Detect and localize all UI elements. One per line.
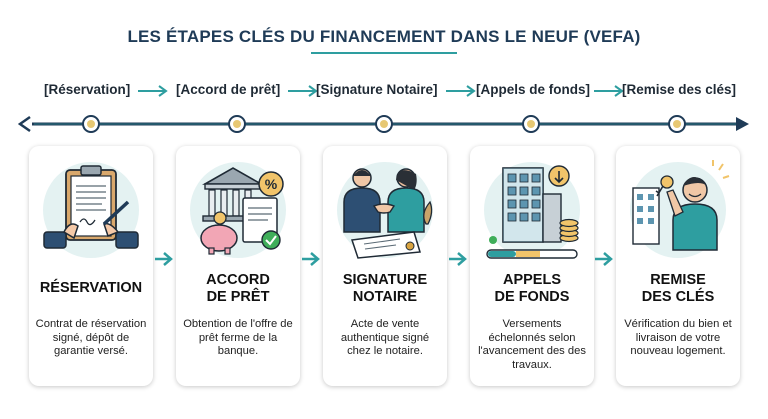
timeline [18,115,749,133]
step-label-signature: [Signature Notaire] [316,82,438,97]
step-title: RÉSERVATION [39,280,143,296]
arrow-right-icon [155,252,173,266]
bank-loan-icon: % [190,162,286,258]
timeline-right-arrow-icon [736,117,749,131]
step-description: Versements échelonnés selon l'avancement… [478,318,586,371]
step-label-remise: [Remise des clés] [622,82,737,97]
arrow-right-icon [594,85,624,97]
step-description: Contrat de réservation signé, dépôt de g… [35,318,147,357]
handshake-icon [337,162,433,259]
step-label-appels: [Appels de fonds] [476,82,590,97]
timeline-dot [82,115,100,133]
arrow-right-icon [288,85,318,97]
step-description: Vérification du bien et livraison de vot… [624,318,732,357]
page-title: LES ÉTAPES CLÉS DU FINANCEMENT DANS LE N… [127,27,641,46]
timeline-dot [668,115,686,133]
timeline-dot [375,115,393,133]
clipboard-signing-icon [43,162,139,258]
keys-handover-icon [630,160,730,258]
step-description: Obtention de l'offre de prêt ferme de la… [183,318,293,357]
arrow-right-icon [138,85,168,97]
building-coins-icon [484,162,580,259]
arrow-right-icon [302,252,320,266]
title-underline [311,52,457,54]
timeline-dot [522,115,540,133]
arrow-right-icon [449,252,467,266]
step-description: Acte de vente authentique signé chez le … [340,318,430,357]
step-label-bar: [Réservation] [Accord de prêt] [Signatur… [0,82,768,100]
step-label-reservation: [Réservation] [44,82,131,97]
arrow-right-icon [446,85,476,97]
timeline-left-arrow-icon [18,115,31,133]
arrow-right-icon [595,252,613,266]
svg-text:%: % [265,176,278,192]
step-card-reservation: RÉSERVATION Contrat de réservation signé… [29,146,153,386]
timeline-dot [228,115,246,133]
step-label-accord: [Accord de prêt] [176,82,281,97]
